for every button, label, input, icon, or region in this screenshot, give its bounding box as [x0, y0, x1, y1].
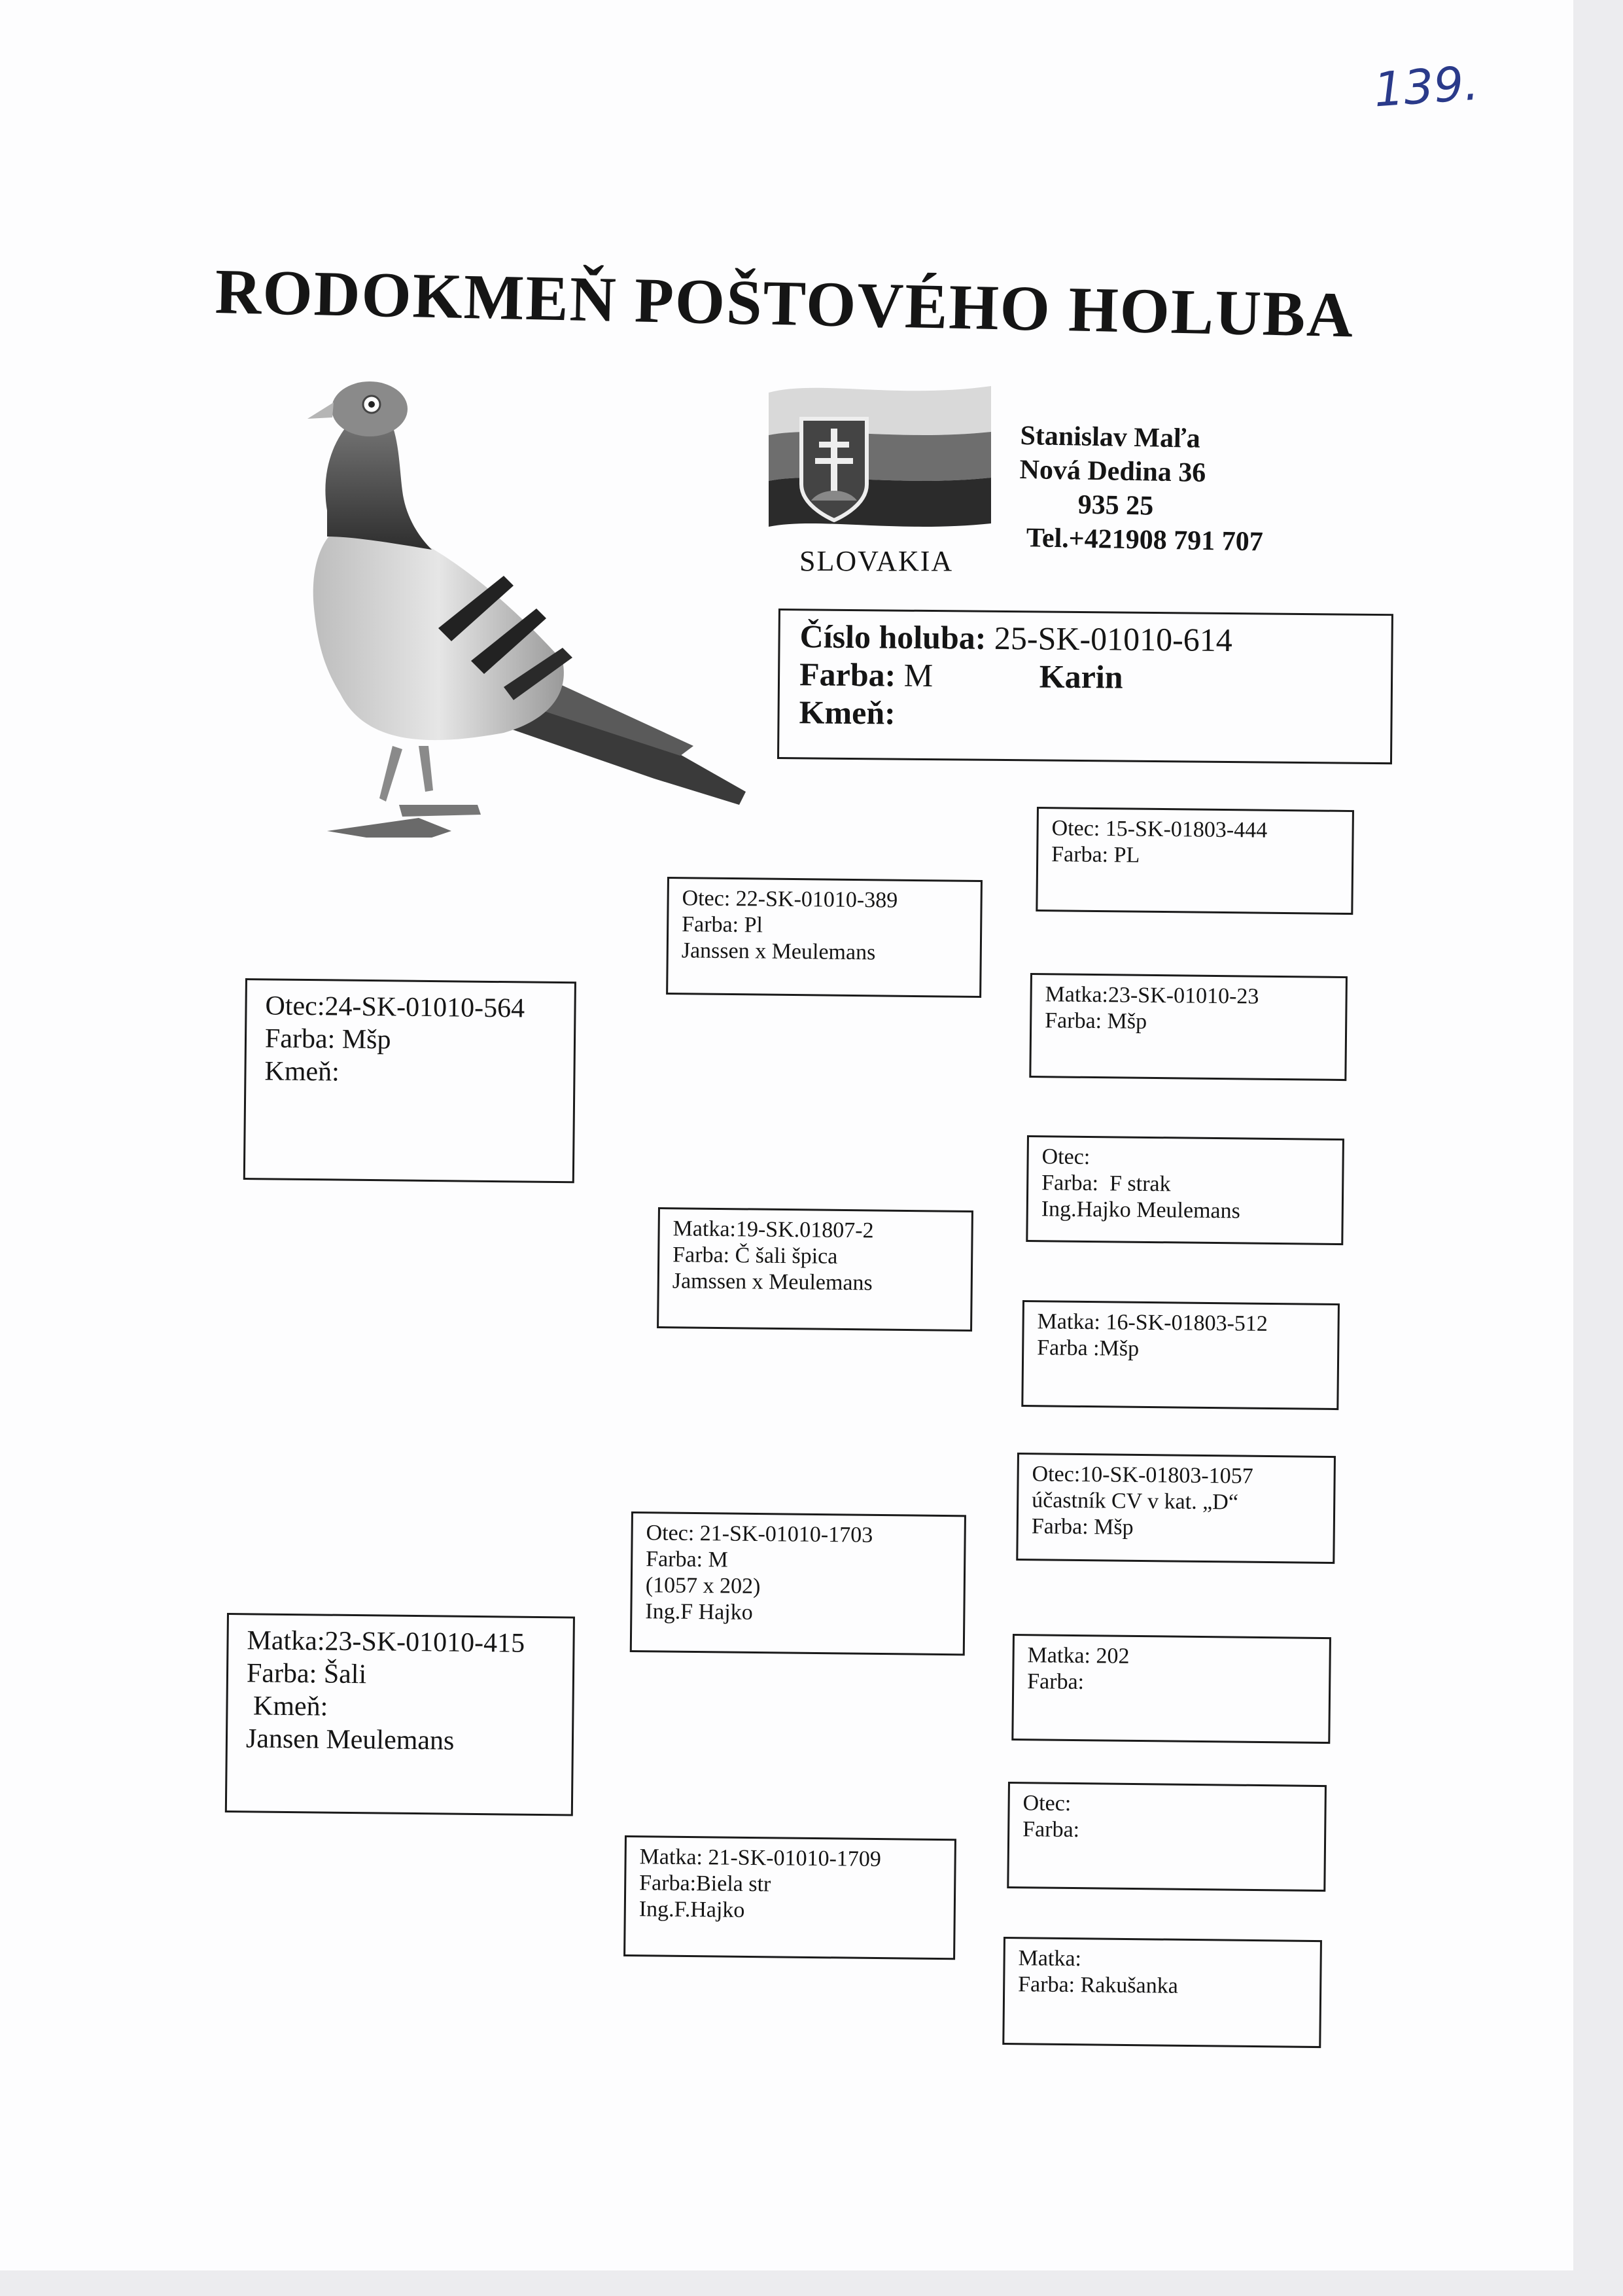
gg-ffm-number: Matka:23-SK-01010-23 [1045, 981, 1332, 1011]
grandmother-maternal-number: Matka: 21-SK-01010-1709 [639, 1844, 941, 1873]
pigeon-info-box: Číslo holuba: 25-SK-01010-614 Farba: M K… [777, 609, 1393, 764]
pigeon-number-label: Číslo holuba: [799, 618, 986, 656]
grandmother-paternal-number: Matka:19-SK.01807-2 [672, 1216, 958, 1245]
gg-mff-note: účastník CV v kat. „D“ [1032, 1487, 1320, 1517]
gg-mmm-box: Matka: Farba: Rakušanka [1002, 1937, 1322, 2048]
owner-name: Stanislav Maľa [1020, 419, 1265, 457]
gg-fff-box: Otec: 15-SK-01803-444 Farba: PL [1036, 807, 1354, 915]
gg-ffm-box: Matka:23-SK-01010-23 Farba: Mšp [1029, 973, 1348, 1081]
country-label: SLOVAKIA [799, 544, 953, 578]
father-number: Otec:24-SK-01010-564 [265, 989, 555, 1025]
mother-color: Farba: Šali [247, 1657, 554, 1693]
gg-fmm-box: Matka: 16-SK-01803-512 Farba :Mšp [1021, 1300, 1340, 1410]
document-title: RODOKMEŇ POŠTOVÉHO HOLUBA [215, 255, 1355, 352]
slovak-flag-icon [765, 380, 994, 530]
grandfather-paternal-box: Otec: 22-SK-01010-389 Farba: Pl Janssen … [666, 877, 983, 998]
pigeon-number: 25-SK-01010-614 [994, 620, 1232, 658]
owner-street: Nová Dedina 36 [1019, 453, 1265, 491]
pigeon-breed-label: Kmeň: [799, 694, 896, 731]
gg-fmf-box: Otec: Farba: F strak Ing.Hajko Meulemans [1026, 1135, 1344, 1245]
gg-fmf-breeder: Ing.Hajko Meulemans [1041, 1196, 1329, 1226]
pigeon-number-row: Číslo holuba: 25-SK-01010-614 [799, 617, 1371, 660]
pigeon-color-label: Farba: [799, 656, 896, 693]
grandmother-maternal-box: Matka: 21-SK-01010-1709 Farba:Biela str … [623, 1835, 956, 1960]
father-breed: Kmeň: [264, 1055, 555, 1091]
grandfather-paternal-color: Farba: Pl [682, 911, 967, 941]
gg-mmm-color: Farba: Rakušanka [1018, 1971, 1306, 2001]
scan-edge-bottom [0, 2270, 1623, 2296]
mother-box: Matka:23-SK-01010-415 Farba: Šali Kmeň: … [225, 1613, 575, 1816]
gg-mmf-number: Otec: [1022, 1790, 1311, 1820]
gg-fff-number: Otec: 15-SK-01803-444 [1051, 815, 1338, 845]
gg-mff-number: Otec:10-SK-01803-1057 [1032, 1461, 1320, 1491]
gg-fff-color: Farba: PL [1051, 841, 1338, 871]
gg-mmf-box: Otec: Farba: [1007, 1782, 1327, 1892]
grandmother-paternal-breed: Jamssen x Meulemans [672, 1268, 958, 1298]
gg-fmm-color: Farba :Mšp [1037, 1335, 1324, 1364]
mother-number: Matka:23-SK-01010-415 [247, 1624, 554, 1660]
pigeon-illustration [288, 380, 759, 851]
pigeon-color: M [904, 657, 934, 694]
gg-mff-color: Farba: Mšp [1032, 1513, 1320, 1543]
gg-mmm-number: Matka: [1018, 1945, 1306, 1975]
father-box: Otec:24-SK-01010-564 Farba: Mšp Kmeň: [243, 978, 576, 1183]
handwritten-page-number: 139. [1372, 56, 1480, 118]
gg-fmf-color: Farba: F strak [1041, 1170, 1329, 1199]
grandfather-maternal-number: Otec: 21-SK-01010-1703 [646, 1520, 951, 1549]
owner-contact: Stanislav Maľa Nová Dedina 36 935 25 Tel… [1018, 419, 1265, 559]
scan-edge-right [1573, 0, 1623, 2296]
mother-breed-label: Kmeň: [246, 1689, 553, 1725]
gg-mff-box: Otec:10-SK-01803-1057 účastník CV v kat.… [1016, 1453, 1336, 1564]
owner-phone: Tel.+421908 791 707 [1018, 521, 1263, 559]
grandfather-maternal-box: Otec: 21-SK-01010-1703 Farba: M (1057 x … [630, 1511, 966, 1655]
gg-mmf-color: Farba: [1022, 1816, 1311, 1846]
father-color: Farba: Mšp [265, 1022, 555, 1058]
grandfather-maternal-color: Farba: M [646, 1546, 951, 1576]
grandmother-paternal-box: Matka:19-SK.01807-2 Farba: Č šali špica … [657, 1207, 973, 1332]
gg-ffm-color: Farba: Mšp [1045, 1008, 1332, 1037]
gg-fmm-number: Matka: 16-SK-01803-512 [1037, 1309, 1324, 1338]
mother-breed: Jansen Meulemans [246, 1722, 553, 1758]
gg-mfm-number: Matka: 202 [1027, 1642, 1316, 1672]
pigeon-color-row: Farba: M Karin [799, 655, 1371, 698]
grandmother-maternal-color: Farba:Biela str [639, 1870, 941, 1899]
gg-mfm-color: Farba: [1027, 1669, 1316, 1698]
grandmother-paternal-color: Farba: Č šali špica [672, 1242, 958, 1271]
gg-fmf-number: Otec: [1041, 1144, 1329, 1173]
owner-zip: 935 25 [1019, 487, 1264, 525]
pigeon-breed-row: Kmeň: [799, 693, 1370, 736]
grandfather-paternal-breed: Janssen x Meulemans [682, 938, 967, 967]
grandfather-maternal-pairing: (1057 x 202) [646, 1572, 951, 1602]
pigeon-name: Karin [1039, 658, 1123, 695]
grandfather-maternal-breeder: Ing.F Hajko [645, 1598, 950, 1628]
grandfather-paternal-number: Otec: 22-SK-01010-389 [682, 885, 967, 915]
gg-mfm-box: Matka: 202 Farba: [1011, 1634, 1331, 1744]
grandmother-maternal-breeder: Ing.F.Hajko [639, 1896, 941, 1926]
